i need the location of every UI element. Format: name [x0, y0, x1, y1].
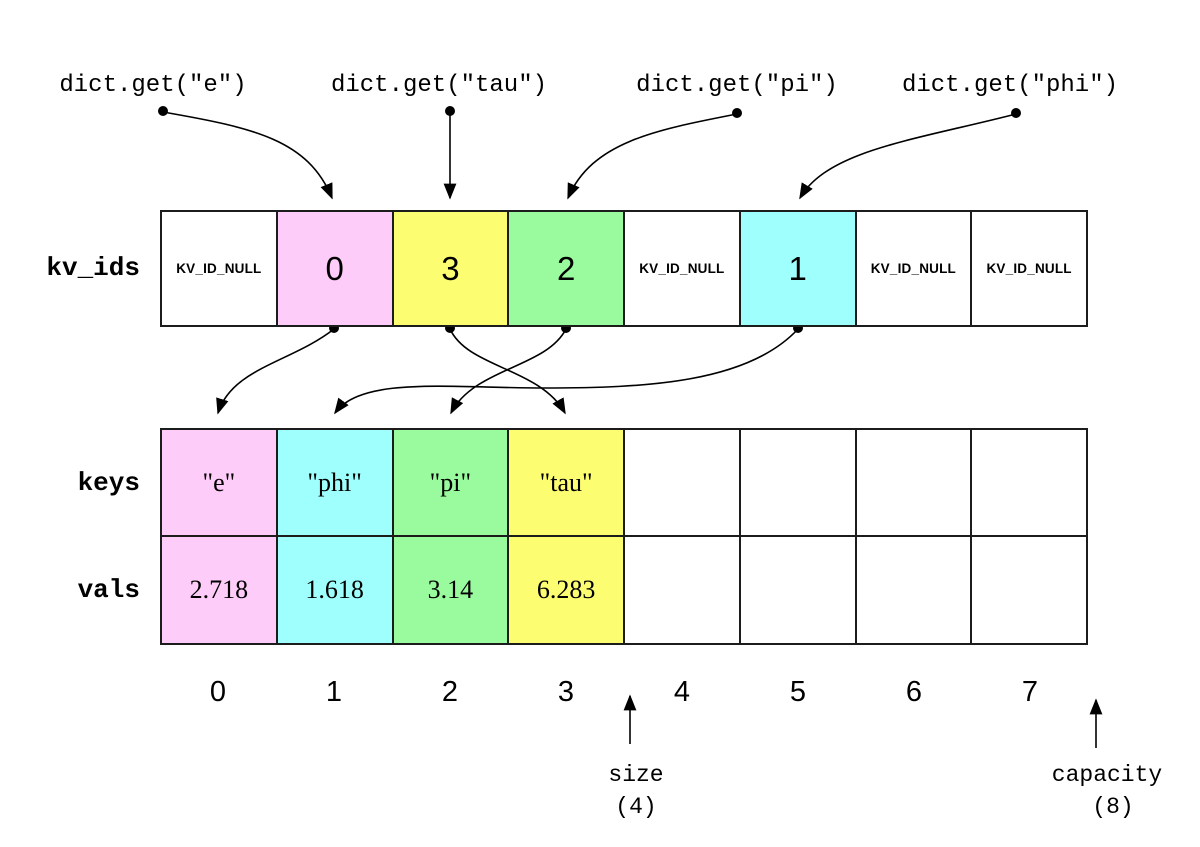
vals-cell-6 — [854, 537, 971, 643]
arrow-kvid0-to-keys0 — [216, 328, 335, 415]
keys-row-label: keys — [77, 468, 140, 498]
capacity-annotation-value: (8) — [1092, 794, 1134, 820]
kv-ids-array: KV_ID_NULL 0 3 2 KV_ID_NULL 1 KV_ID_NULL… — [160, 210, 1088, 327]
index-label-6: 6 — [905, 676, 923, 708]
arrow-kvid1-to-keys1 — [334, 328, 799, 415]
keys-cell-2: "pi" — [391, 430, 508, 535]
vals-cell-3: 6.283 — [507, 537, 623, 643]
capacity-annotation-label: capacity — [1051, 762, 1163, 788]
kv-ids-cell-1: 0 — [275, 212, 392, 325]
size-annotation-label: size — [608, 762, 664, 788]
vals-cell-5 — [738, 537, 855, 643]
call-label-pi: dict.get("pi") — [636, 72, 838, 99]
vals-cell-7 — [970, 537, 1086, 643]
kv-ids-cell-0: KV_ID_NULL — [162, 212, 276, 325]
call-phi-dot — [1011, 108, 1021, 118]
kv-ids-row-label: kv_ids — [46, 253, 140, 283]
arrow-kvid2-to-keys2 — [450, 328, 567, 415]
index-label-2: 2 — [441, 676, 459, 708]
size-annotation-value: (4) — [615, 794, 657, 820]
kv-ids-cell-5: 1 — [738, 212, 855, 325]
arrow-call-e-to-slot1 — [162, 111, 333, 200]
vals-cell-0: 2.718 — [162, 537, 276, 643]
call-pi-dot — [732, 108, 742, 118]
keys-array: "e" "phi" "pi" "tau" — [160, 428, 1088, 537]
vals-array: 2.718 1.618 3.14 6.283 — [160, 535, 1088, 645]
keys-cell-3: "tau" — [507, 430, 623, 535]
call-e-dot — [158, 106, 168, 116]
kv-ids-cell-3: 2 — [507, 212, 623, 325]
call-tau-dot — [445, 106, 455, 116]
arrow-call-pi-to-slot3 — [567, 113, 738, 200]
keys-cell-6 — [854, 430, 971, 535]
kv-ids-cell-6: KV_ID_NULL — [854, 212, 971, 325]
call-label-phi: dict.get("phi") — [901, 72, 1119, 99]
arrow-call-phi-to-slot5 — [799, 113, 1017, 200]
kv-ids-cell-2: 3 — [391, 212, 508, 325]
index-label-7: 7 — [1021, 676, 1039, 708]
vals-cell-4 — [623, 537, 739, 643]
call-label-tau: dict.get("tau") — [330, 72, 548, 99]
index-label-0: 0 — [209, 676, 227, 708]
keys-cell-1: "phi" — [275, 430, 392, 535]
index-label-5: 5 — [789, 676, 807, 708]
vals-row-label: vals — [77, 575, 140, 605]
call-label-e: dict.get("e") — [59, 72, 247, 99]
kv-ids-cell-4: KV_ID_NULL — [623, 212, 739, 325]
vals-cell-1: 1.618 — [275, 537, 392, 643]
keys-cell-4 — [623, 430, 739, 535]
keys-cell-7 — [970, 430, 1086, 535]
vals-cell-2: 3.14 — [391, 537, 508, 643]
arrow-kvid3-to-keys3 — [449, 328, 566, 415]
kv-ids-cell-7: KV_ID_NULL — [970, 212, 1086, 325]
index-label-3: 3 — [557, 676, 575, 708]
index-label-4: 4 — [673, 676, 691, 708]
keys-cell-0: "e" — [162, 430, 276, 535]
keys-cell-5 — [738, 430, 855, 535]
index-label-1: 1 — [325, 676, 343, 708]
